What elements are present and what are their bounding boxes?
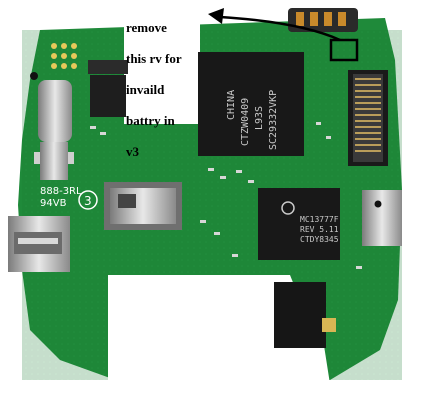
ic-top-left — [90, 75, 126, 117]
side-metal-tab — [362, 190, 402, 246]
vibration-motor — [34, 80, 74, 180]
main-processor-chip: SC29332VKP L93S CTZW0409 CHINA — [198, 52, 304, 156]
gold-test-pad — [322, 318, 336, 332]
mount-hole — [30, 72, 38, 80]
annotation-line-2: this rv for — [126, 50, 182, 66]
board-code: 888-3RL — [40, 186, 82, 197]
rf-chip: MC13777F REV 5.11 CTDY8345 — [258, 188, 340, 260]
rf-chip-line-1: MC13777F — [300, 215, 339, 224]
main-chip-line-4: CHINA — [226, 90, 237, 120]
ic-top-left-shadow — [88, 60, 128, 74]
annotation-text: remove this rv for invaild battry in v3 — [126, 4, 212, 175]
annotation-line-4: battry in — [126, 112, 175, 128]
sim-holder — [104, 182, 182, 230]
annotation-line-5: v3 — [126, 143, 139, 159]
annotation-line-1: remove — [126, 19, 167, 35]
silk-ring — [78, 190, 98, 210]
silk-ring-number: 3 — [84, 194, 92, 208]
ic-lower — [274, 282, 326, 348]
test-pad-grid — [51, 43, 77, 69]
annotation-line-3: invaild — [126, 81, 165, 97]
cutout-note-area — [124, 0, 200, 124]
smd-components — [90, 122, 362, 269]
rf-chip-line-2: REV 5.11 — [300, 225, 339, 234]
main-chip-line-1: SC29332VKP — [268, 90, 279, 150]
rf-chip-line-3: CTDY8345 — [300, 235, 339, 244]
main-chip-line-2: L93S — [254, 106, 265, 130]
arrow-annotation — [208, 8, 341, 42]
usb-port — [8, 216, 70, 272]
main-chip-line-3: CTZW0409 — [240, 98, 251, 146]
battery-connector — [288, 8, 358, 32]
date-code: 94VB — [40, 198, 67, 209]
fpc-connector — [348, 70, 388, 166]
highlight-box — [329, 38, 359, 62]
